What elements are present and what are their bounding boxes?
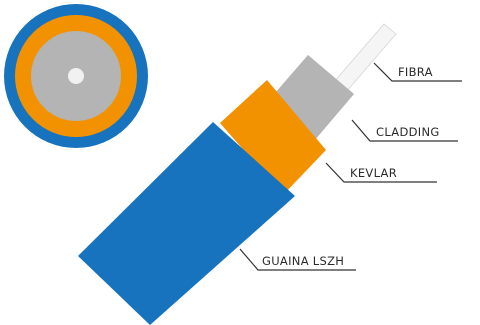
leader-lines — [239, 62, 462, 271]
guaina-lszh-jacket — [78, 122, 295, 325]
cross-section-fiber-core — [68, 68, 84, 84]
label-cladding: CLADDING — [376, 125, 440, 139]
label-fibra: FIBRA — [398, 65, 433, 79]
label-guaina-lszh: GUAINA LSZH — [262, 254, 344, 268]
label-kevlar: KEVLAR — [350, 166, 397, 180]
kevlar-layer — [220, 80, 326, 195]
cable-side-view — [78, 23, 397, 325]
leader-line-fibra — [373, 62, 462, 82]
leader-line-cladding — [351, 119, 458, 142]
cable-cross-section — [4, 4, 148, 148]
leader-line-guaina — [239, 248, 356, 271]
leader-line-kevlar — [325, 162, 437, 183]
